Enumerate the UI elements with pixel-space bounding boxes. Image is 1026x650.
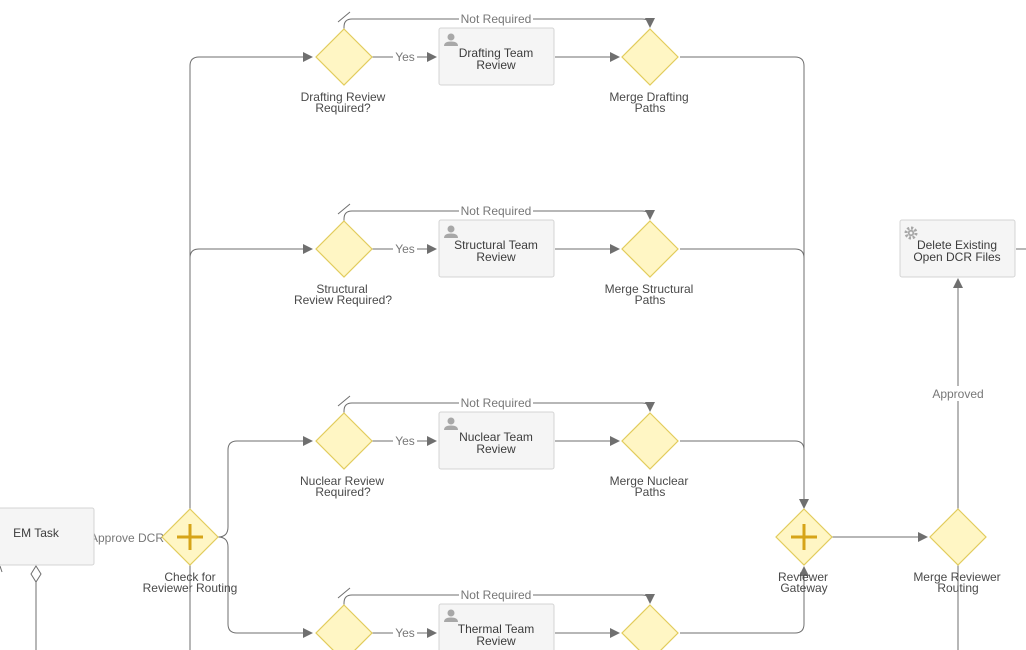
- gear-icon: [904, 226, 918, 240]
- label-bg: [459, 588, 533, 602]
- not-required-label: Not Required: [461, 396, 532, 410]
- not-required-label: Not Required: [461, 204, 532, 218]
- task-delete-line2: Open DCR Files: [913, 250, 1000, 264]
- task-thermal-line2: Review: [476, 634, 516, 648]
- gateways: Check for Reviewer Routing Drafting Revi…: [143, 28, 1001, 650]
- approve-dcr-label: Approve DCR: [90, 531, 164, 545]
- label-bg: [393, 434, 417, 448]
- task-nuclear-line1: Nuclear Team: [459, 430, 533, 444]
- task-structural-line2: Review: [476, 250, 516, 264]
- task-em-label: EM Task: [13, 526, 60, 540]
- label-bg: [459, 204, 533, 218]
- label-bg: [393, 50, 417, 64]
- gateway-reviewer-label-1: Reviewer: [778, 570, 828, 584]
- edge-check-to-nuclear[interactable]: [217, 436, 313, 538]
- gateway-drafting-required[interactable]: [315, 28, 373, 86]
- task-thermal-review[interactable]: Thermal Team Review: [438, 603, 555, 650]
- task-delete-line1: Delete Existing: [917, 238, 997, 252]
- yes-label: Yes: [395, 626, 415, 640]
- default-flow-mark: [337, 203, 351, 215]
- task-nuclear-line2: Review: [476, 442, 516, 456]
- edge-em-left: [0, 565, 3, 573]
- yes-label: Yes: [395, 50, 415, 64]
- gateway-merge-structural[interactable]: [621, 220, 679, 278]
- gateway-merge-drafting-label-2: Paths: [635, 101, 666, 115]
- user-icon: [444, 417, 458, 430]
- gateway-structural-label-1: Structural: [316, 282, 367, 296]
- edge-merge-nuclear-to-reviewer-gw[interactable]: [680, 440, 805, 451]
- gateway-merge-drafting[interactable]: [621, 28, 679, 86]
- tasks: EM Task Drafting Team Review Structural …: [0, 27, 1016, 650]
- gateway-structural-required[interactable]: [315, 220, 373, 278]
- task-structural-review[interactable]: Structural Team Review: [438, 219, 555, 278]
- default-flow-mark: [337, 11, 351, 23]
- user-icon: [444, 225, 458, 238]
- gateway-drafting-label-2: Required?: [315, 101, 371, 115]
- task-drafting-review[interactable]: Drafting Team Review: [438, 27, 555, 86]
- gateway-merge-nuclear[interactable]: [621, 412, 679, 470]
- task-structural-line1: Structural Team: [454, 238, 538, 252]
- task-nuclear-review[interactable]: Nuclear Team Review: [438, 411, 555, 470]
- gateway-merge-reviewer-label-1: Merge Reviewer: [913, 570, 1000, 584]
- gateway-merge-nuclear-label-1: Merge Nuclear: [610, 474, 689, 488]
- label-bg: [393, 626, 417, 640]
- gateway-merge-structural-label-1: Merge Structural: [605, 282, 694, 296]
- task-drafting-line2: Review: [476, 58, 516, 72]
- task-thermal-line1: Thermal Team: [458, 622, 534, 636]
- not-required-label: Not Required: [461, 12, 532, 26]
- yes-label: Yes: [395, 242, 415, 256]
- gateway-merge-reviewer-label-2: Routing: [937, 581, 978, 595]
- label-bg: [459, 12, 533, 26]
- edge-check-to-thermal[interactable]: [217, 536, 313, 638]
- task-em[interactable]: EM Task: [0, 507, 95, 566]
- label-bg: [459, 396, 533, 410]
- label-bg: [393, 242, 417, 256]
- label-bg: [928, 386, 988, 401]
- gateway-merge-drafting-label-1: Merge Drafting: [609, 90, 688, 104]
- gateway-nuclear-label-1: Nuclear Review: [300, 474, 384, 488]
- yes-label: Yes: [395, 434, 415, 448]
- task-drafting-line1: Drafting Team: [459, 46, 533, 60]
- edge-labels: Approve DCR Yes Yes Yes Yes Not Required…: [90, 12, 988, 640]
- not-required-label: Not Required: [461, 588, 532, 602]
- gateway-reviewer-label-2: Gateway: [780, 581, 827, 595]
- gateway-merge-structural-label-2: Paths: [635, 293, 666, 307]
- gateway-check-reviewer-routing[interactable]: [161, 508, 219, 566]
- user-icon: [444, 33, 458, 46]
- edge-check-to-structural[interactable]: [189, 244, 313, 259]
- user-icon: [444, 609, 458, 622]
- edge-merge-thermal-to-reviewer-gw[interactable]: [680, 566, 809, 634]
- gateway-nuclear-required[interactable]: [315, 412, 373, 470]
- gateway-nuclear-label-2: Required?: [315, 485, 371, 499]
- gateway-merge-nuclear-label-2: Paths: [635, 485, 666, 499]
- edge-check-to-drafting[interactable]: [189, 52, 313, 509]
- approved-label: Approved: [932, 387, 983, 401]
- gateway-check-label-2: Reviewer Routing: [143, 581, 238, 595]
- edges: [0, 11, 1026, 650]
- task-delete-dcr-files[interactable]: Delete Existing Open DCR Files: [899, 219, 1016, 278]
- association-diamond: [30, 565, 42, 583]
- label-bg: [90, 530, 162, 545]
- gateway-check-label-1: Check for: [164, 570, 215, 584]
- edge-merge-drafting-to-reviewer-gw[interactable]: [680, 56, 809, 509]
- default-flow-mark: [337, 395, 351, 407]
- gateway-structural-label-2: Review Required?: [294, 293, 392, 307]
- edge-merge-structural-to-reviewer-gw[interactable]: [680, 248, 805, 259]
- gateway-merge-thermal[interactable]: [621, 604, 679, 650]
- gateway-thermal-required[interactable]: [315, 604, 373, 650]
- gateway-reviewer[interactable]: [775, 508, 833, 566]
- default-flow-mark: [337, 587, 351, 599]
- gateway-drafting-label-1: Drafting Review: [301, 90, 386, 104]
- gateway-merge-reviewer-routing[interactable]: [929, 508, 987, 566]
